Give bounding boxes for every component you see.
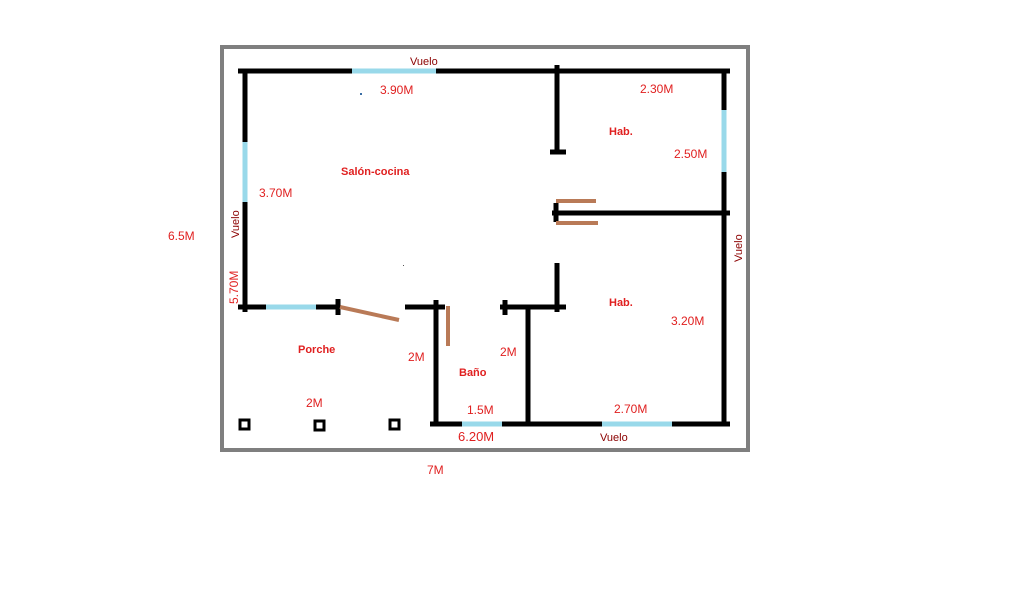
room-label-porche: Porche: [298, 344, 335, 356]
dim-bottom-window: 2.70M: [614, 402, 647, 416]
dim-right-hab-top: 2.50M: [674, 147, 707, 161]
dim-top-hab: 2.30M: [640, 82, 673, 96]
dim-left-salon: 3.70M: [259, 186, 292, 200]
room-label-salon: Salón-cocina: [341, 166, 410, 178]
room-label-hab-top: Hab.: [609, 126, 633, 138]
overhang-label-right: Vuelo: [733, 234, 745, 262]
overhang-label-left: Vuelo: [230, 210, 242, 238]
room-label-hab-bottom: Hab.: [609, 297, 633, 309]
porch-post: [313, 419, 326, 432]
dim-outer-height: 6.5M: [168, 229, 195, 243]
dim-bano-right: 2M: [500, 345, 517, 359]
room-label-bano: Baño: [459, 367, 487, 379]
dim-bano-window: 1.5M: [467, 403, 494, 417]
porch-post: [388, 418, 401, 431]
dim-bottom-total: 6.20M: [458, 429, 494, 444]
dim-outer-width: 7M: [427, 463, 444, 477]
overhang-label-top: Vuelo: [410, 56, 438, 68]
porch-posts: [238, 418, 401, 432]
dim-hab-bottom: 3.20M: [671, 314, 704, 328]
dim-bano-left: 2M: [408, 350, 425, 364]
overhang-label-bottom: Vuelo: [600, 432, 628, 444]
dim-porche-side: 2M: [306, 396, 323, 410]
dim-left-wall: 5.70M: [227, 271, 241, 304]
windows: [242, 68, 727, 427]
doors: [339, 199, 598, 346]
dim-top-salon: 3.90M: [380, 83, 413, 97]
dot-mark: [360, 93, 362, 95]
door-entrance: [339, 305, 400, 322]
dot-mark: [403, 265, 404, 266]
porch-post: [238, 418, 251, 431]
plot-border: [220, 45, 750, 452]
